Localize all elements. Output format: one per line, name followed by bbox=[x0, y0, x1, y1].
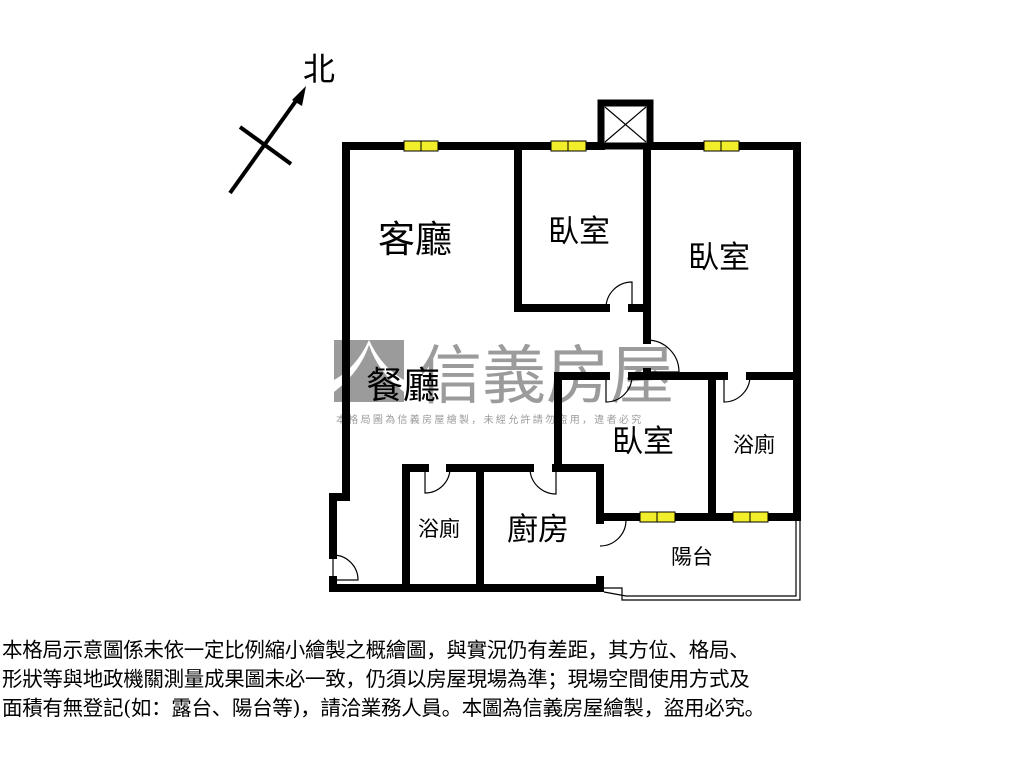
door bbox=[529, 468, 557, 495]
room-labels: 客廳 臥室 臥室 餐廳 臥室 浴廁 浴廁 廚房 陽台 bbox=[366, 214, 775, 569]
room-living: 客廳 bbox=[378, 218, 452, 261]
door bbox=[332, 554, 359, 581]
north-label: 北 bbox=[303, 50, 335, 88]
door bbox=[605, 281, 633, 309]
shaft bbox=[597, 99, 654, 150]
room-bath-1: 浴廁 bbox=[418, 517, 460, 541]
windows bbox=[403, 140, 769, 523]
door bbox=[646, 339, 680, 373]
room-kitchen: 廚房 bbox=[507, 512, 569, 548]
watermark-notice: 本格局圖為信義房屋繪製，未經允許請勿盜用，違者必究 bbox=[336, 413, 644, 426]
room-dining: 餐廳 bbox=[366, 364, 440, 407]
door bbox=[605, 375, 633, 403]
room-bedroom-2: 臥室 bbox=[688, 240, 750, 276]
door bbox=[424, 467, 451, 494]
room-balcony: 陽台 bbox=[671, 545, 713, 569]
walls bbox=[329, 142, 801, 592]
balcony-rail bbox=[600, 517, 801, 601]
doors bbox=[332, 281, 751, 581]
room-bedroom-1: 臥室 bbox=[548, 214, 610, 250]
door bbox=[599, 519, 627, 547]
door bbox=[723, 375, 751, 403]
north-arrow: 北 bbox=[228, 50, 335, 195]
disclaimer-text: 本格局示意圖係未依一定比例縮小繪製之概繪圖，與實況仍有差距，其方位、格局、 形狀… bbox=[2, 638, 765, 720]
room-bath-2: 浴廁 bbox=[733, 433, 775, 457]
room-bedroom-3: 臥室 bbox=[612, 424, 674, 460]
